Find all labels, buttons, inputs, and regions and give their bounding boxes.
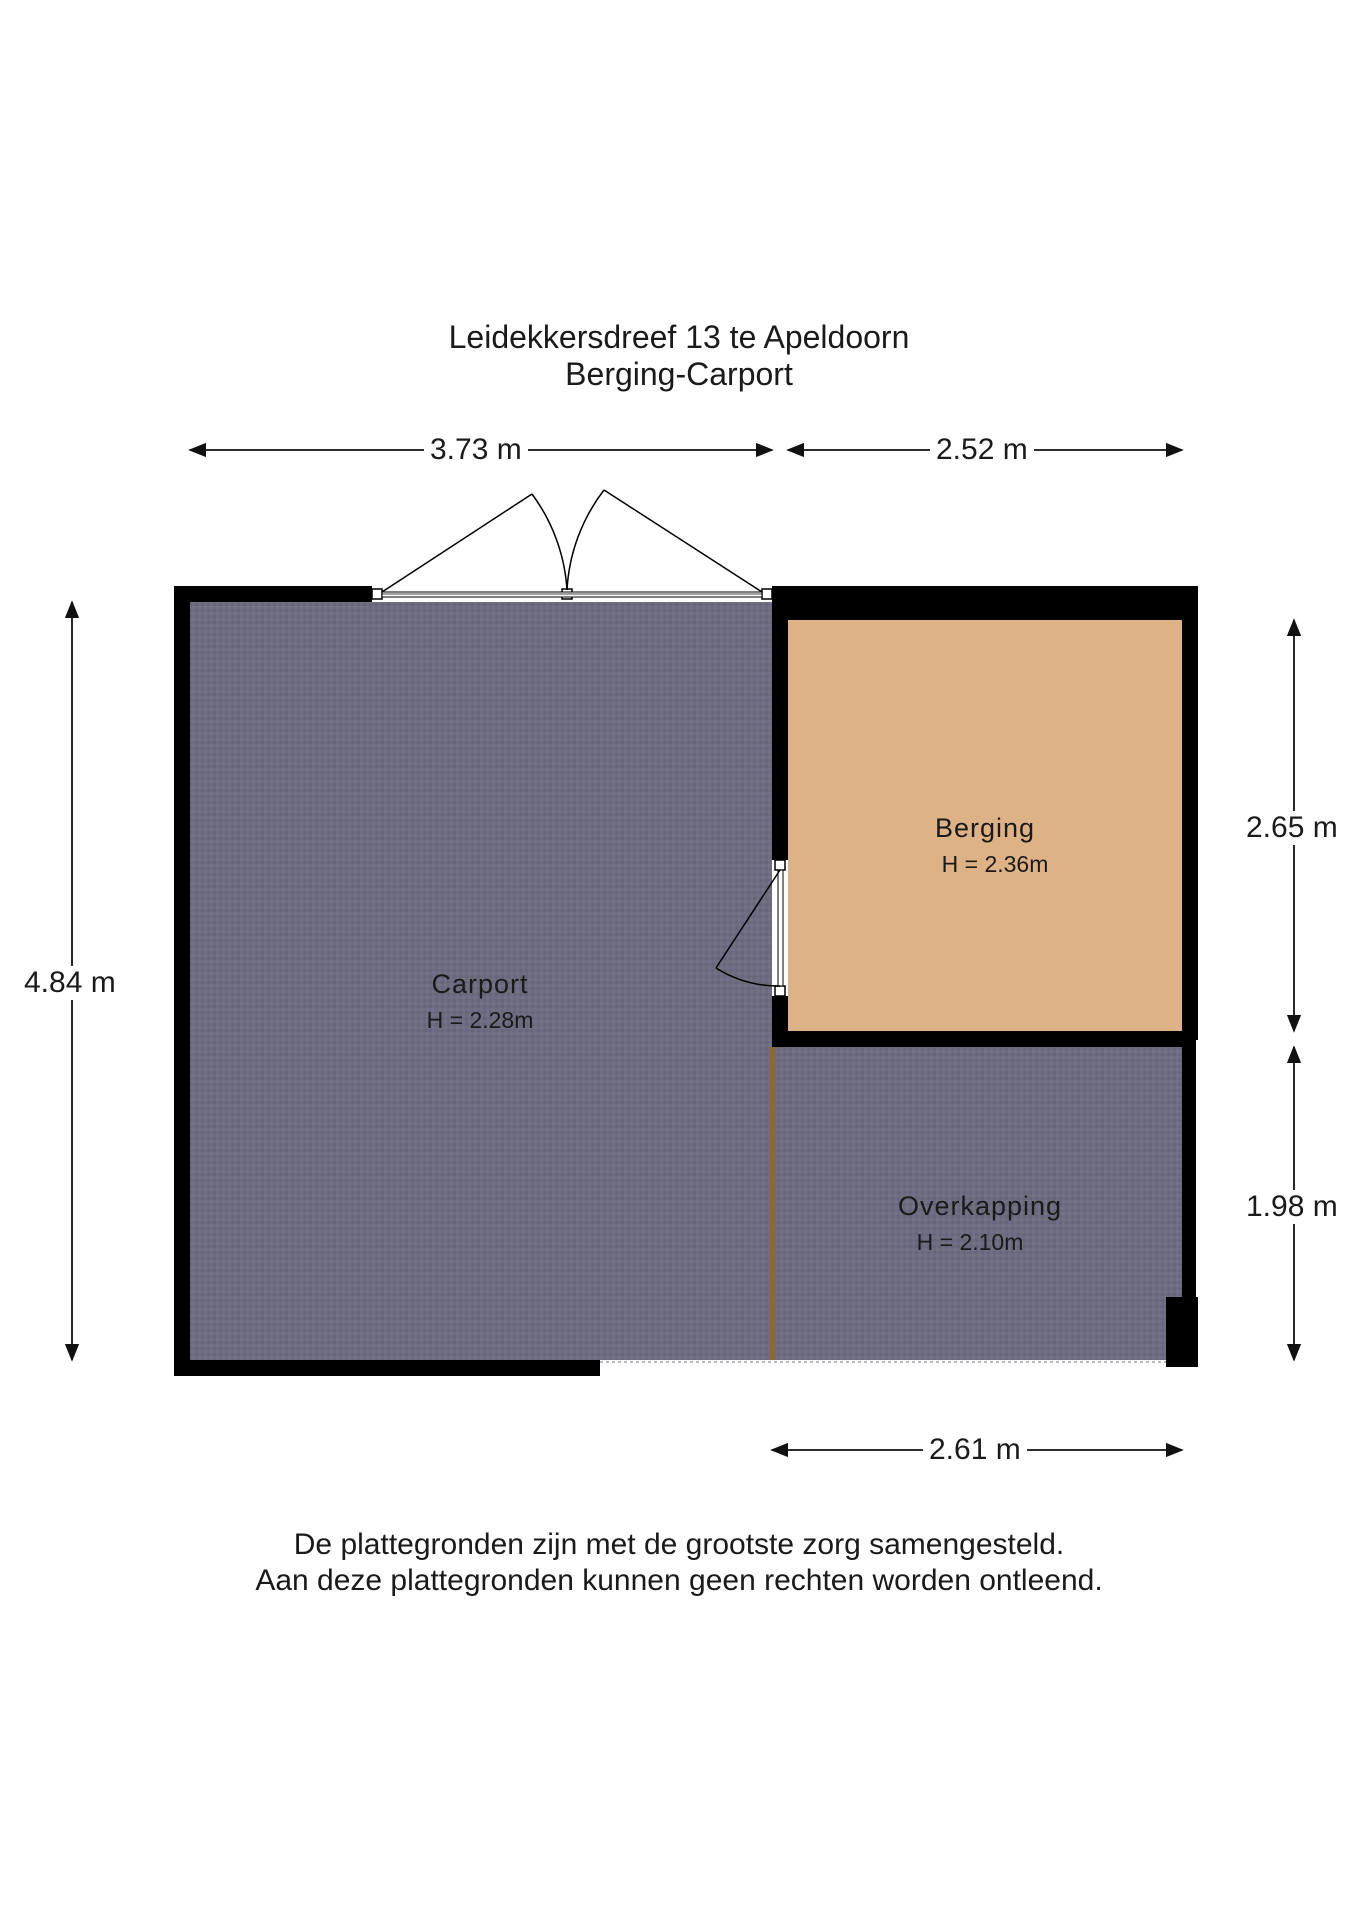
beam — [769, 1047, 776, 1360]
room-carport-name: Carport — [431, 969, 529, 999]
dim-right-lower: 1.98 m — [1240, 1190, 1344, 1224]
plan-subtitle: Berging-Carport — [565, 356, 793, 392]
room-berging-name: Berging — [934, 813, 1036, 843]
carport-floor — [190, 602, 772, 1360]
double-door — [371, 489, 773, 600]
room-overkapping-name: Overkapping — [897, 1191, 1063, 1221]
disclaimer-line-2: Aan deze plattegronden kunnen geen recht… — [255, 1564, 1103, 1597]
dim-right-upper: 2.65 m — [1240, 811, 1344, 845]
overkapping-floor — [772, 1047, 1182, 1360]
dim-left: 4.84 m — [18, 966, 122, 1000]
dim-top-left: 3.73 m — [424, 433, 528, 467]
dim-bottom: 2.61 m — [923, 1433, 1027, 1467]
berging-door — [715, 859, 786, 997]
room-berging-height: H = 2.36m — [941, 851, 1049, 877]
disclaimer-line-1: De plattegronden zijn met de grootste zo… — [293, 1528, 1065, 1561]
berging-floor — [788, 620, 1182, 1031]
dim-top-right: 2.52 m — [930, 433, 1034, 467]
plan-title: Leidekkersdreef 13 te Apeldoorn — [448, 319, 910, 355]
room-overkapping-height: H = 2.10m — [916, 1229, 1024, 1255]
room-carport-height: H = 2.28m — [426, 1007, 534, 1033]
walls — [174, 586, 1198, 1376]
